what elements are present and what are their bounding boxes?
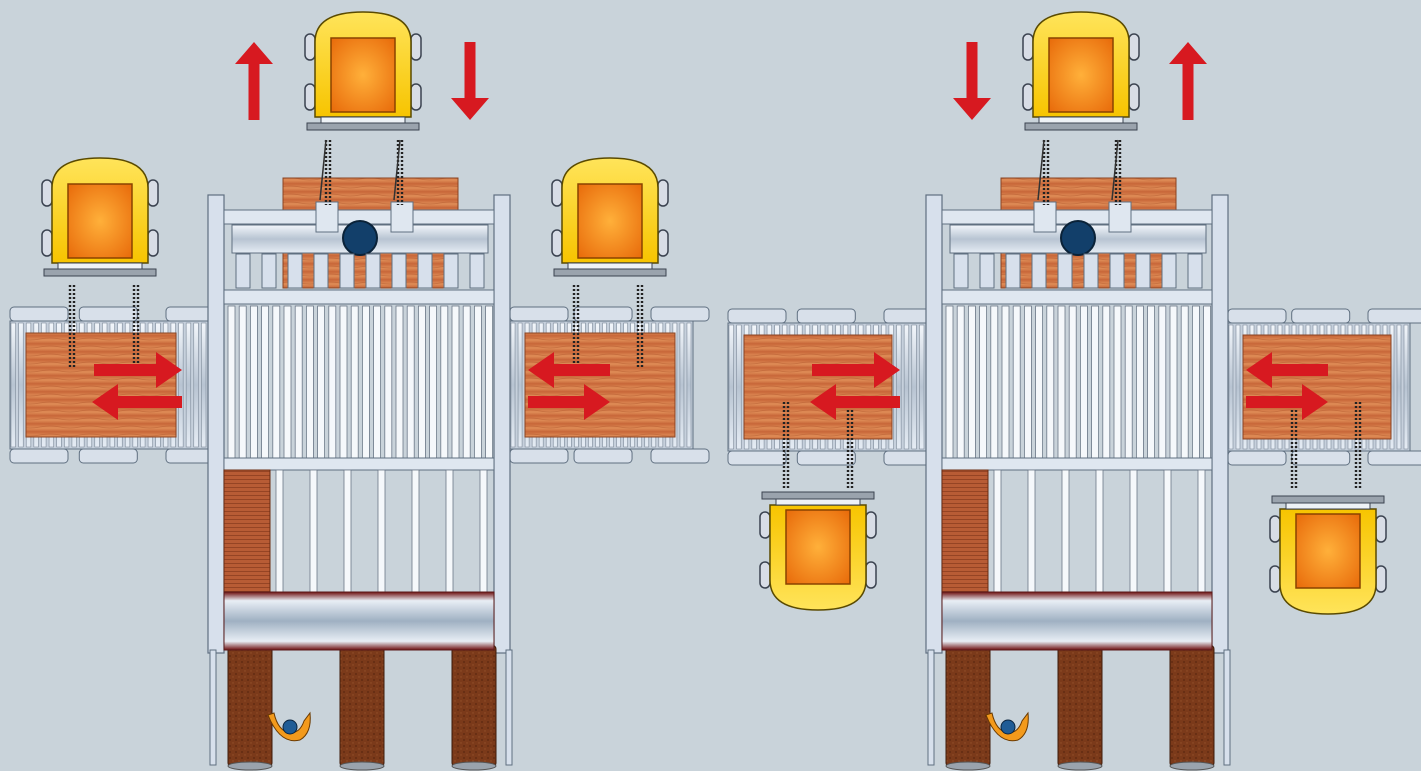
hub xyxy=(1061,221,1095,255)
frame-post xyxy=(926,195,942,653)
bottom-beam xyxy=(942,592,1212,650)
board-stack xyxy=(942,470,988,592)
frame-post xyxy=(208,195,224,653)
wood-board xyxy=(26,333,176,437)
board-stack xyxy=(224,470,270,592)
arrow-icon xyxy=(451,42,489,120)
log xyxy=(1058,645,1102,767)
carriage-icon xyxy=(1270,496,1386,614)
carriage-icon xyxy=(552,158,668,276)
carriage-icon xyxy=(1023,12,1139,130)
frame-post xyxy=(494,195,510,653)
log xyxy=(228,645,272,767)
arrow-icon xyxy=(953,42,991,120)
carriage-icon xyxy=(760,492,876,610)
arrow-icon xyxy=(1169,42,1207,120)
operator-icon xyxy=(268,713,310,741)
panel-left xyxy=(10,12,709,770)
bottom-beam xyxy=(224,592,494,650)
log xyxy=(452,645,496,767)
hub xyxy=(343,221,377,255)
log xyxy=(340,645,384,767)
wood-board xyxy=(525,333,675,437)
wood-board xyxy=(744,335,892,439)
operator-icon xyxy=(986,713,1028,741)
log xyxy=(1170,645,1214,767)
log xyxy=(946,645,990,767)
wood-board xyxy=(1243,335,1391,439)
frame-post xyxy=(1212,195,1228,653)
carriage-icon xyxy=(305,12,421,130)
panel-right xyxy=(728,12,1421,770)
carriage-icon xyxy=(42,158,158,276)
arrow-icon xyxy=(235,42,273,120)
